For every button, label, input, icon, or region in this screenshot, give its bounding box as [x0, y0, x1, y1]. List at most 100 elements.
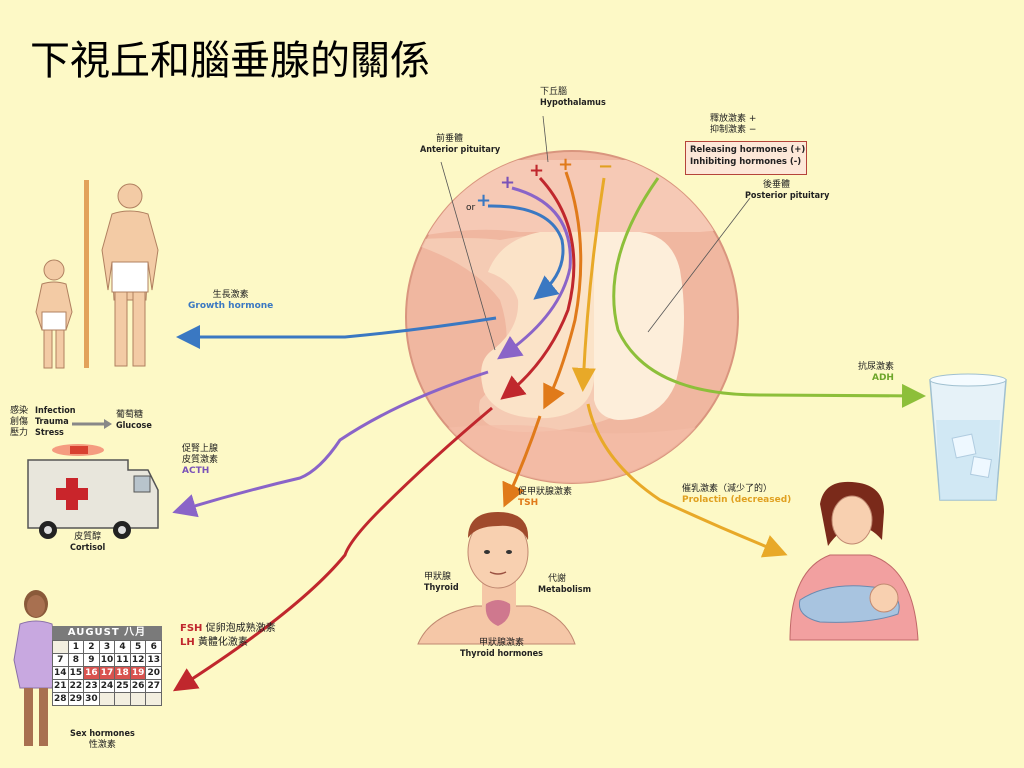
calendar-day: 13 — [146, 654, 161, 666]
adh-pathway — [612, 177, 926, 408]
glucose-en: Glucose — [116, 421, 152, 431]
cortisol-zh: 皮質醇 — [74, 532, 102, 542]
hypothalamus-pointer — [542, 115, 549, 163]
tsh-zh: 促甲狀腺激素 — [518, 487, 573, 497]
calendar-day: 22 — [68, 680, 84, 692]
calendar-day: 6 — [146, 641, 161, 653]
calendar-day: 29 — [68, 693, 84, 705]
legend-box: Releasing hormones (+) Inhibiting hormon… — [685, 141, 807, 175]
stress-en-label: Infection Trauma Stress — [35, 406, 76, 439]
calendar-day — [130, 693, 146, 705]
calendar-day: 20 — [146, 667, 161, 679]
anterior-pituitary-label: 前垂體 Anterior pituitary — [420, 134, 500, 156]
calendar-day: 18 — [115, 667, 130, 679]
calendar-day: 19 — [130, 667, 146, 679]
stress-zh-label: 感染 創傷 壓力 — [10, 406, 28, 439]
anterior-zh: 前垂體 — [436, 134, 464, 144]
yellow-sign: − — [598, 156, 614, 177]
growth-zh: 生長激素 — [212, 290, 249, 300]
calendar-day: 25 — [115, 680, 130, 692]
calendar-day: 27 — [146, 680, 161, 692]
calendar-day — [53, 641, 68, 653]
woman-figure — [13, 590, 59, 746]
legend-zh-releasing: 釋放激素 + — [710, 114, 757, 124]
lh-zh: 黃體化激素 — [197, 637, 248, 648]
mother-baby-illustration — [789, 481, 919, 641]
stress-zh-trauma: 創傷 — [10, 417, 29, 427]
thyroid-gland — [485, 600, 511, 626]
glucose-arrowhead — [104, 419, 112, 429]
calendar-day: 30 — [84, 693, 99, 705]
metabolism-label: 代謝 Metabolism — [538, 574, 591, 596]
calendar-day: 16 — [84, 667, 99, 679]
acth-label: 促腎上腺 皮質激素 ACTH — [182, 444, 218, 477]
man-head-illustration — [417, 512, 576, 645]
hypothalamus-en: Hypothalamus — [540, 98, 606, 108]
calendar-day — [115, 693, 130, 705]
prolactin-pathway — [571, 177, 788, 558]
cortisol-en: Cortisol — [70, 543, 106, 553]
metabolism-en: Metabolism — [538, 585, 592, 595]
calendar-day: 5 — [130, 641, 146, 653]
height-ruler — [84, 180, 89, 368]
acth-en: ACTH — [182, 466, 210, 476]
ambulance-illustration — [27, 444, 159, 539]
adult-figure — [101, 183, 159, 367]
calendar-day: 17 — [99, 667, 115, 679]
sex-hormones-zh: 性激素 — [88, 740, 116, 750]
calendar-day: 7 — [53, 654, 68, 666]
fsh-lh-pathway — [172, 176, 576, 692]
slide-title: 下視丘和腦垂腺的關係 — [30, 38, 430, 84]
calendar-day: 4 — [115, 641, 130, 653]
blue-sign: + — [476, 190, 492, 211]
growth-en: Growth hormone — [188, 301, 274, 311]
stress-en-infection: Infection — [35, 406, 76, 416]
prolactin-zh: 催乳激素（減少了的） — [682, 484, 773, 494]
thyroid-label: 甲狀腺 Thyroid — [424, 572, 459, 594]
calendar-day: 14 — [53, 667, 68, 679]
fsh-en: FSH — [180, 623, 203, 634]
hypothalamus-zh: 下丘腦 — [540, 87, 568, 97]
calendar-day — [99, 693, 115, 705]
tsh-label: 促甲狀腺激素 TSH — [518, 487, 572, 509]
calendar-day: 10 — [99, 654, 115, 666]
calendar-day: 8 — [68, 654, 84, 666]
legend-zh: 釋放激素 + 抑制激素 − — [710, 114, 756, 136]
metabolism-zh: 代謝 — [548, 574, 567, 584]
glucose-label: 葡萄糖 Glucose — [116, 410, 152, 432]
stress-zh-infection: 感染 — [10, 406, 29, 416]
calendar-day — [146, 693, 161, 705]
cortisol-label: 皮質醇 Cortisol — [70, 532, 105, 554]
posterior-pituitary-label: 後垂體 Posterior pituitary — [745, 180, 829, 202]
water-glass-illustration — [929, 373, 1007, 501]
lh-en: LH — [180, 637, 195, 648]
legend-en-releasing: Releasing hormones (+) — [690, 145, 806, 155]
orange-sign: + — [558, 154, 574, 175]
calendar-day: 11 — [115, 654, 130, 666]
red-sign: + — [529, 160, 545, 181]
calendar-day: 12 — [130, 654, 146, 666]
thyroid-hormones-label: 甲狀腺激素 Thyroid hormones — [460, 638, 543, 660]
tsh-pathway — [502, 171, 583, 508]
calendar-day: 2 — [84, 641, 99, 653]
anterior-en: Anterior pituitary — [420, 145, 501, 155]
calendar-day: 21 — [53, 680, 68, 692]
growth-hormone-label: 生長激素 Growth hormone — [188, 290, 273, 312]
tsh-en: TSH — [518, 498, 539, 508]
thyroid-zh: 甲狀腺 — [424, 572, 452, 582]
acth-zh-1: 促腎上腺 — [182, 444, 219, 454]
calendar-day: 24 — [99, 680, 115, 692]
stress-en-stress: Stress — [35, 428, 64, 438]
purple-sign: + — [500, 172, 516, 193]
posterior-en: Posterior pituitary — [745, 191, 830, 201]
calendar-day: 15 — [68, 667, 84, 679]
child-figure — [35, 259, 73, 369]
or-label: or — [466, 203, 476, 213]
calendar-day: 23 — [84, 680, 99, 692]
adh-label: 抗尿激素 ADH — [858, 362, 894, 384]
prolactin-en: Prolactin (decreased) — [682, 495, 792, 505]
